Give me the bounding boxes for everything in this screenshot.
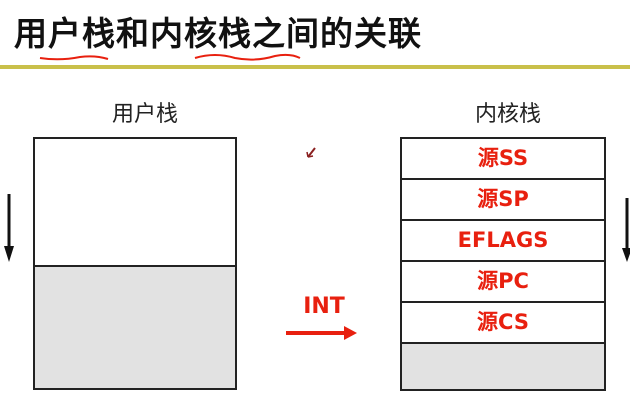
kernel-stack-label: 内核栈 xyxy=(474,102,541,127)
kernel-stack-empty-region xyxy=(402,344,604,389)
cursor-icon xyxy=(306,147,316,158)
int-label: INT xyxy=(303,294,345,319)
kernel-stack-cell: 源SS xyxy=(402,139,604,180)
int-arrow xyxy=(286,326,357,340)
kernel-stack-cell: EFLAGS xyxy=(402,221,604,262)
kernel-stack-cell: 源PC xyxy=(402,262,604,303)
kernel-stack-box: 源SS 源SP EFLAGS 源PC 源CS xyxy=(400,137,606,391)
kernel-stack-cell: 源CS xyxy=(402,303,604,344)
underline-annotation-right xyxy=(194,53,301,61)
underline-annotation-left xyxy=(39,55,109,61)
user-stack-label: 用户栈 xyxy=(111,102,178,127)
title-divider xyxy=(0,65,630,69)
user-stack-used-region xyxy=(35,265,235,388)
user-stack-box xyxy=(33,137,237,390)
stack-growth-arrow-right xyxy=(622,198,630,262)
slide-title: 用户栈和内核栈之间的关联 xyxy=(14,14,422,53)
kernel-stack-cell: 源SP xyxy=(402,180,604,221)
stack-growth-arrow-left xyxy=(4,194,14,262)
